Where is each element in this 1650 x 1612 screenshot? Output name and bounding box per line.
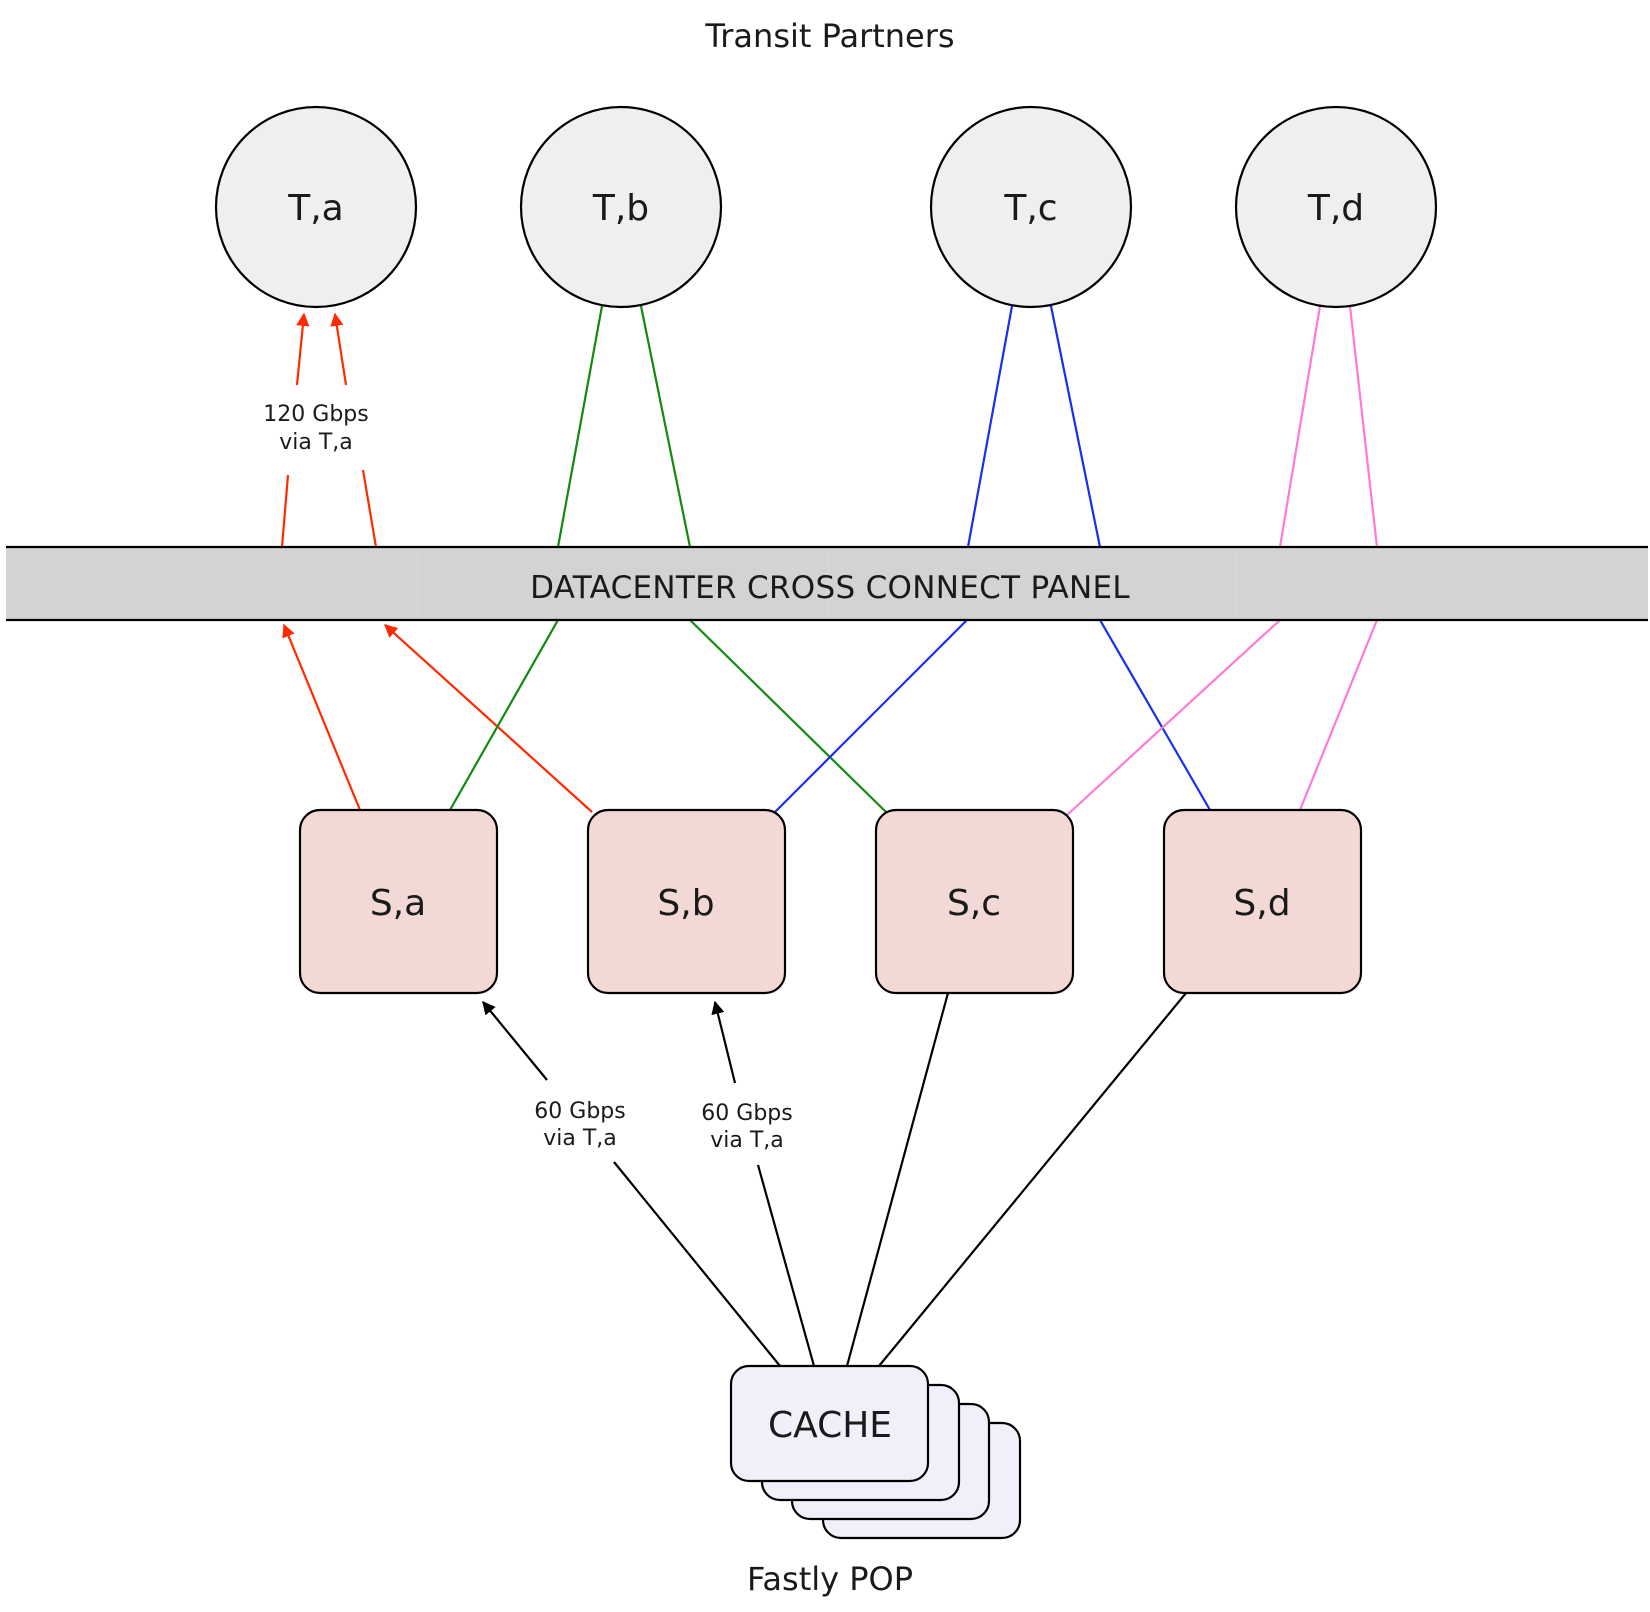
panel-label: DATACENTER CROSS CONNECT PANEL <box>530 570 1130 606</box>
link-sc-panel-green <box>689 619 887 813</box>
flow-label-line1: 120 Gbps <box>263 402 368 427</box>
link-sa-panel-green <box>449 619 559 811</box>
cache-box-front <box>729 1364 930 1483</box>
switch-label: S,a <box>370 883 426 924</box>
link-tb-panel-1 <box>556 305 604 548</box>
link-tc-panel-2 <box>1049 305 1102 548</box>
switch-node-sc: S,c <box>874 808 1075 995</box>
transit-circle <box>214 105 418 309</box>
link-cache-sa <box>613 1161 781 1367</box>
link-ta-panel-2 <box>361 469 378 548</box>
panel-switch-links <box>282 619 1379 816</box>
link-ta-panel-2-arrow <box>330 312 348 386</box>
flow-label-line2: via T,a <box>279 430 353 455</box>
link-ta-panel-1-arrow <box>295 312 310 386</box>
sb-flow-label: 60 Gbps via T,a <box>701 1101 792 1153</box>
switch-box <box>1162 808 1363 995</box>
transit-circle <box>1234 105 1438 309</box>
cache-stack: CACHE <box>729 1364 1022 1540</box>
flow-label-line2: via T,a <box>543 1126 617 1151</box>
switch-label: S,c <box>947 883 1001 924</box>
transit-flow-label: 120 Gbps via T,a <box>263 402 368 455</box>
link-td-panel-2 <box>1348 305 1379 548</box>
transit-label: T,d <box>1307 188 1364 229</box>
cache-switch-links <box>482 992 1187 1367</box>
transit-circle <box>519 105 723 309</box>
transit-node-tc: T,c <box>929 105 1133 309</box>
panel-body <box>6 547 1648 620</box>
transit-label: T,b <box>592 188 649 229</box>
link-tc-panel-1 <box>966 305 1014 548</box>
link-sd-panel-blue <box>1099 619 1211 811</box>
flow-label-line2: via T,a <box>710 1128 784 1153</box>
transit-panel-links <box>280 305 1379 548</box>
flow-label-line1: 60 Gbps <box>701 1101 792 1126</box>
link-cache-sa-arrow <box>482 1000 548 1081</box>
transit-circle <box>929 105 1133 309</box>
fastly-pop-title: Fastly POP <box>747 1560 913 1598</box>
link-cache-sd <box>878 992 1187 1367</box>
link-sb-panel-red <box>384 624 593 813</box>
link-sb-panel-blue <box>774 619 968 813</box>
transit-label: T,c <box>1003 188 1057 229</box>
link-sd-panel-pink <box>1298 619 1379 811</box>
switch-node-sd: S,d <box>1162 808 1363 995</box>
cache-label: CACHE <box>768 1405 892 1446</box>
transit-node-tb: T,b <box>519 105 723 309</box>
switch-label: S,b <box>657 883 714 924</box>
switch-node-sa: S,a <box>298 808 499 995</box>
link-td-panel-1 <box>1278 305 1322 548</box>
link-cache-sb-arrow <box>711 1000 737 1084</box>
link-ta-panel-1 <box>280 474 290 548</box>
transit-label: T,a <box>287 188 344 229</box>
link-cache-sc <box>845 992 950 1367</box>
transit-node-td: T,d <box>1234 105 1438 309</box>
transit-partners-title: Transit Partners <box>704 17 954 55</box>
switch-box <box>298 808 499 995</box>
link-tb-panel-2 <box>639 305 692 548</box>
switch-label: S,d <box>1233 883 1290 924</box>
link-cache-sb <box>756 1164 816 1367</box>
switch-box <box>874 808 1075 995</box>
sa-flow-label: 60 Gbps via T,a <box>534 1099 625 1151</box>
link-sa-panel-red <box>282 623 362 811</box>
switch-box <box>586 808 787 995</box>
cross-connect-panel: DATACENTER CROSS CONNECT PANEL <box>6 545 1648 622</box>
transit-node-ta: T,a <box>214 105 418 309</box>
switch-node-sb: S,b <box>586 808 787 995</box>
link-sc-panel-pink <box>1066 619 1281 816</box>
flow-label-line1: 60 Gbps <box>534 1099 625 1124</box>
